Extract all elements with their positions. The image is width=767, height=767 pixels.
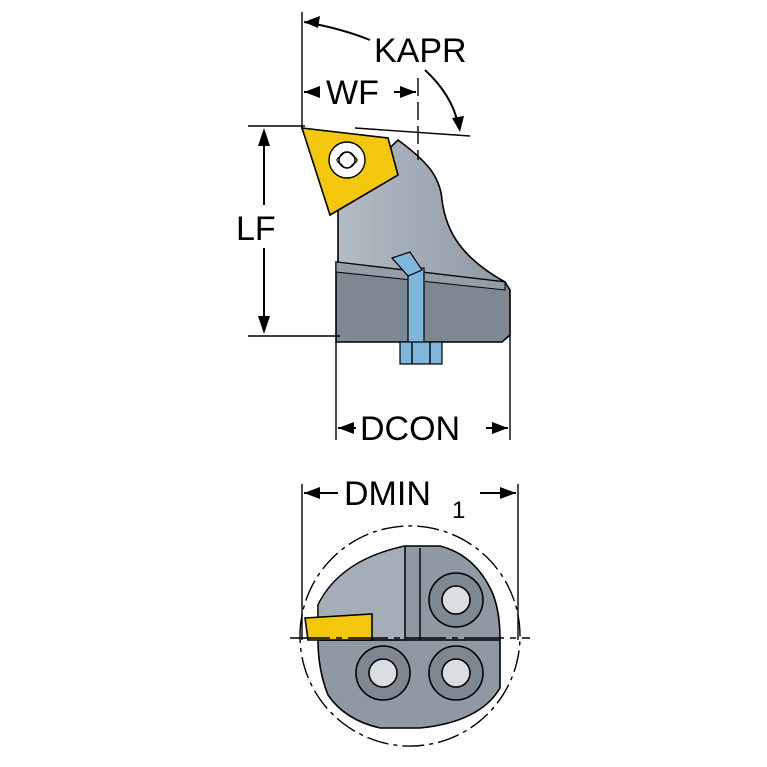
clamp-top	[390, 251, 423, 277]
screw-head	[399, 341, 443, 365]
wf-label: WF	[326, 74, 379, 112]
dcon-label: DCON	[360, 410, 460, 448]
side-view: LF WF KAPR DCON	[236, 12, 511, 448]
lf-label: LF	[236, 210, 276, 248]
screw-shank	[407, 267, 425, 349]
dmin-circle	[299, 525, 521, 747]
hole-top-right	[428, 572, 484, 628]
torx-icon	[336, 151, 358, 169]
dmin-label: DMIN	[344, 475, 431, 513]
insert-end	[304, 613, 373, 641]
kapr-label: KAPR	[374, 32, 467, 70]
dmin-subscript: 1	[452, 497, 465, 524]
hole-bottom-left	[355, 645, 411, 701]
front-view: DMIN 1	[290, 475, 530, 747]
insert-screw	[328, 141, 366, 179]
hole-bottom-right	[428, 645, 484, 701]
